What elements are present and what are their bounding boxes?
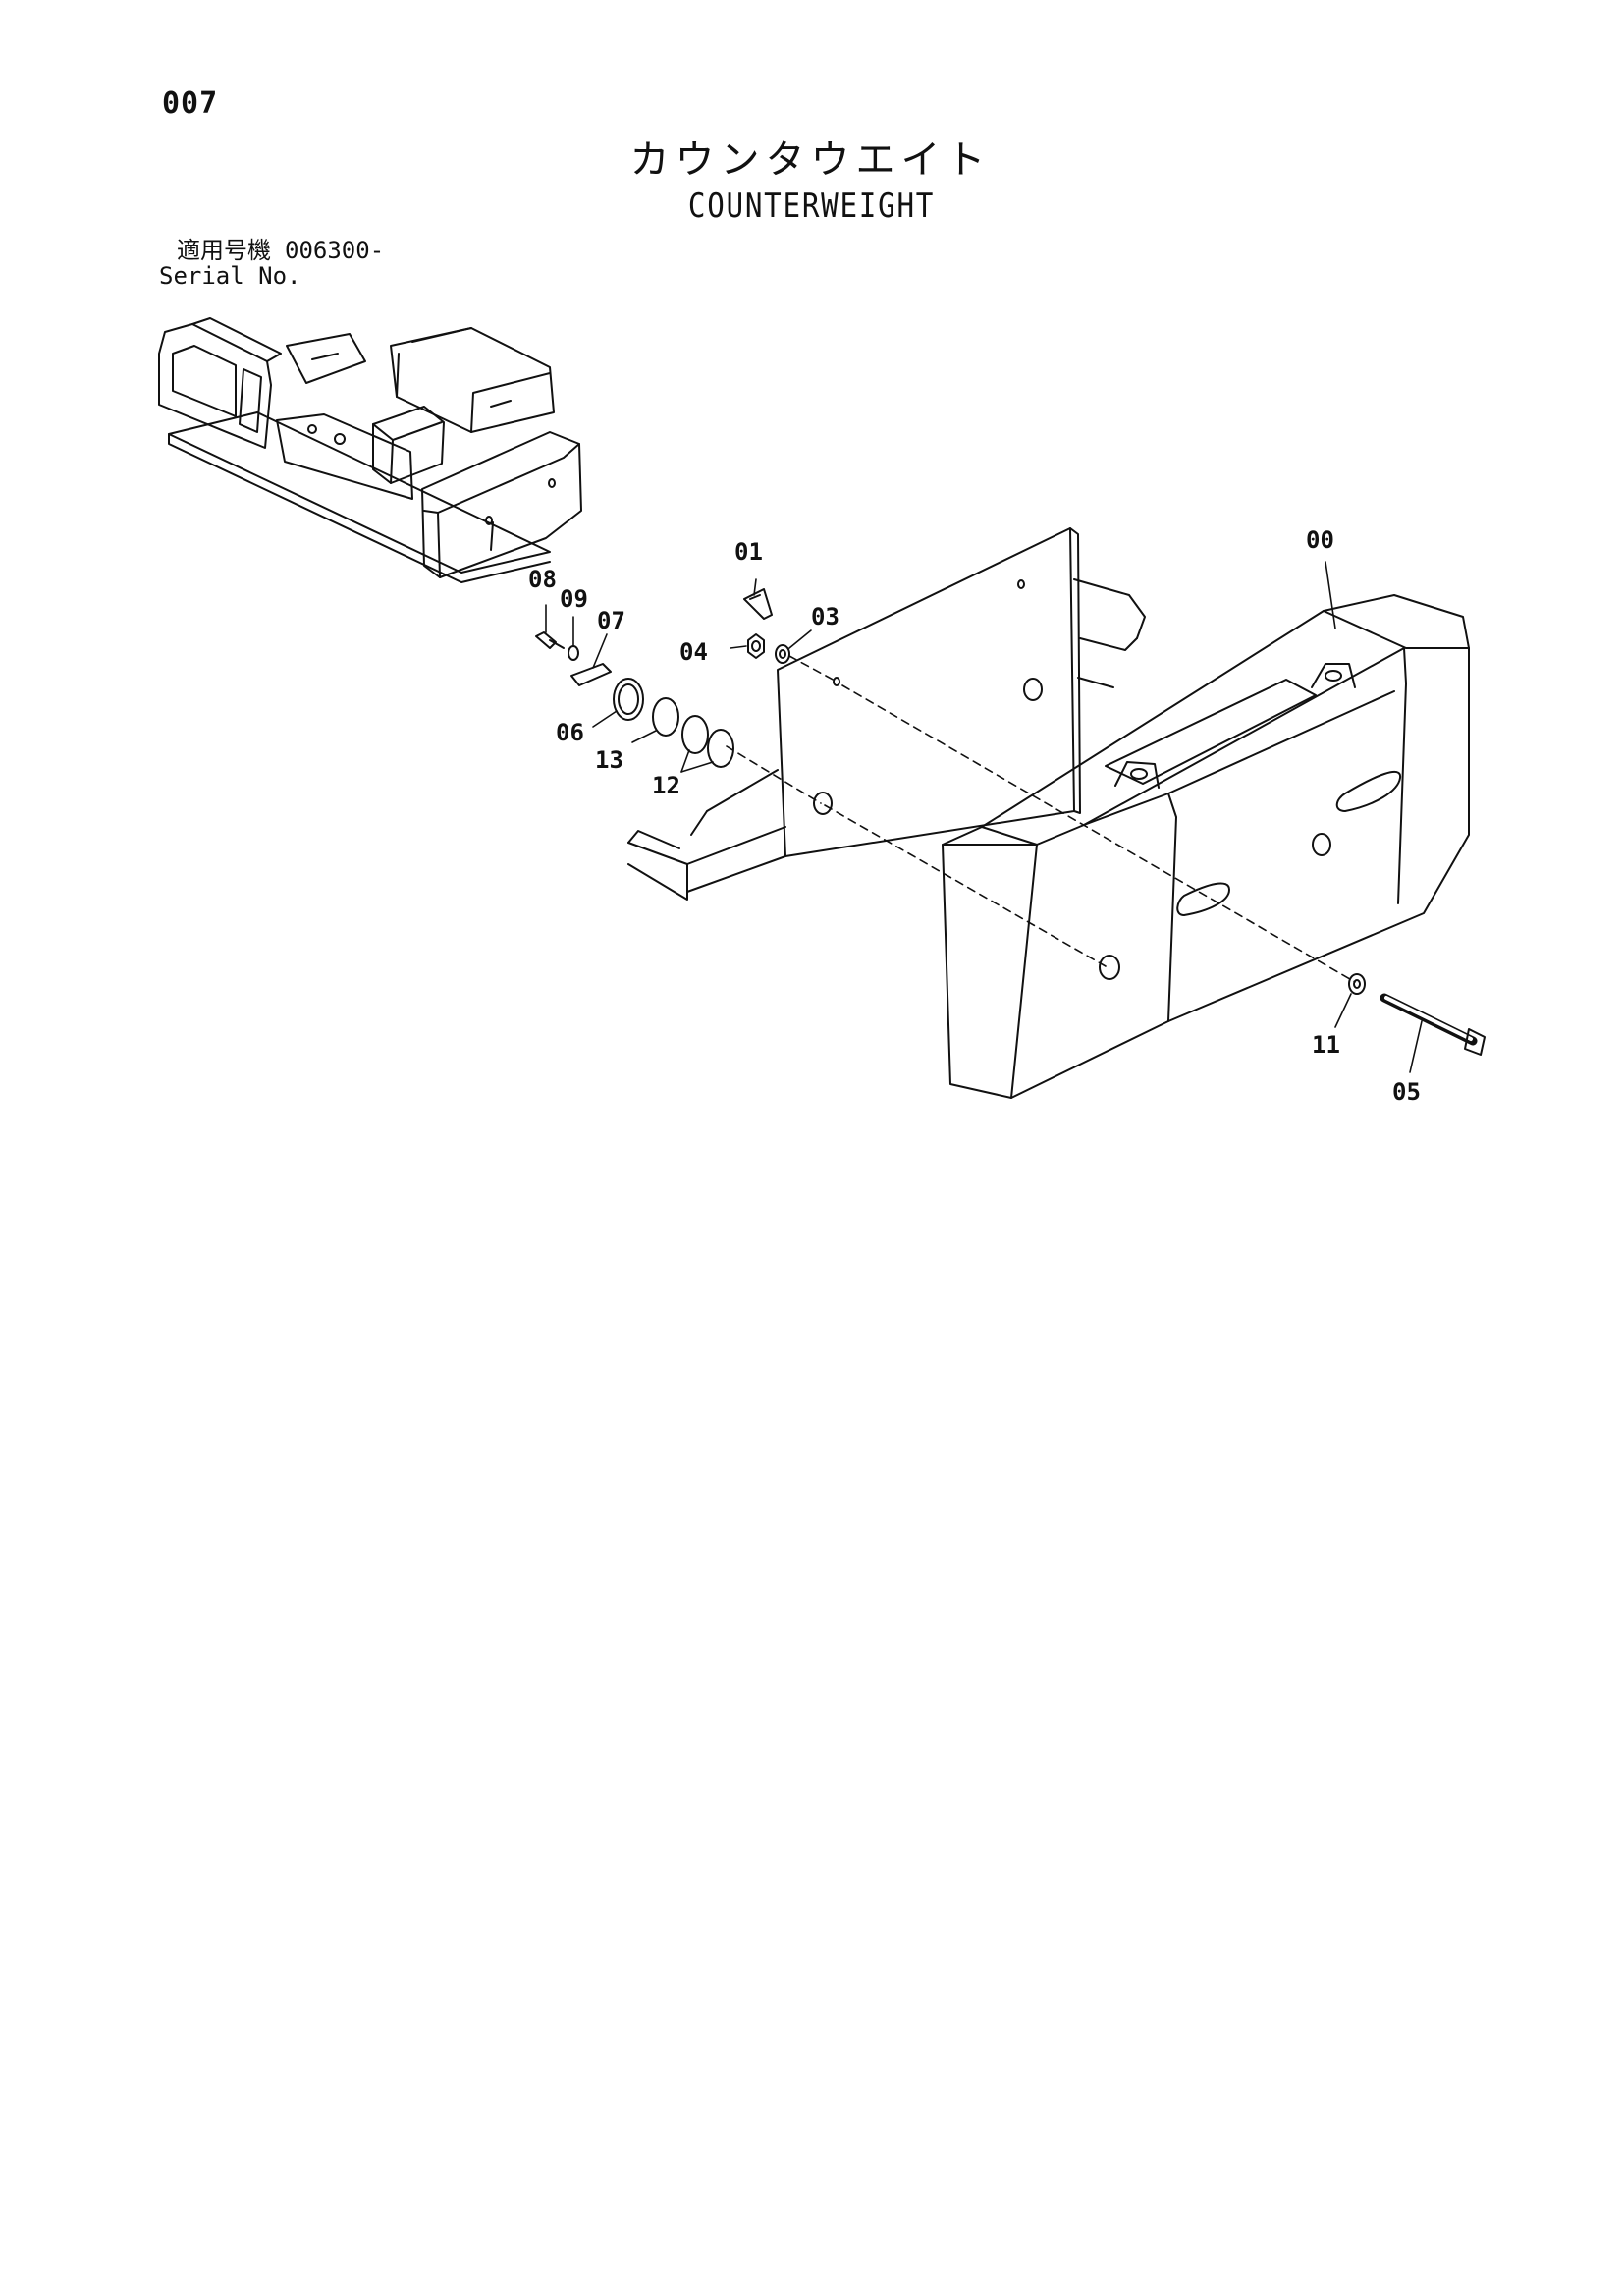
callout-09: 09	[560, 585, 588, 613]
title-english: COUNTERWEIGHT	[687, 187, 936, 226]
callout-11: 11	[1312, 1031, 1340, 1059]
title-block: カウンタウエイト COUNTERWEIGHT	[0, 136, 1623, 228]
serial-value: 006300-	[285, 237, 385, 264]
callout-labels: 00 01 03 04 05 06 07 08 09 11 12 13	[528, 526, 1421, 1106]
callout-04: 04	[679, 638, 708, 666]
serial-row-japanese: 適用号機 006300-	[159, 238, 384, 263]
callout-13: 13	[595, 746, 623, 774]
serial-number-block: 適用号機 006300- Serial No.	[159, 238, 384, 289]
callout-00: 00	[1306, 526, 1334, 554]
serial-label-japanese: 適用号機	[177, 237, 271, 264]
leader-lines	[545, 561, 1423, 1073]
machine-overview-illustration	[158, 317, 582, 583]
page-number: 007	[162, 86, 219, 121]
title-japanese: カウンタウエイト	[629, 137, 992, 183]
callout-06: 06	[556, 719, 584, 746]
callout-12: 12	[652, 772, 680, 799]
hardware-parts	[535, 588, 1486, 1056]
assembly-dashed-lines	[726, 655, 1356, 983]
counterweight-body	[942, 594, 1470, 1099]
callout-05: 05	[1392, 1078, 1421, 1106]
mounting-frame	[627, 527, 1146, 901]
callout-07: 07	[597, 607, 625, 634]
callout-08: 08	[528, 566, 557, 593]
serial-label-english: Serial No.	[159, 262, 301, 290]
callout-03: 03	[811, 603, 839, 630]
callout-01: 01	[734, 538, 763, 566]
